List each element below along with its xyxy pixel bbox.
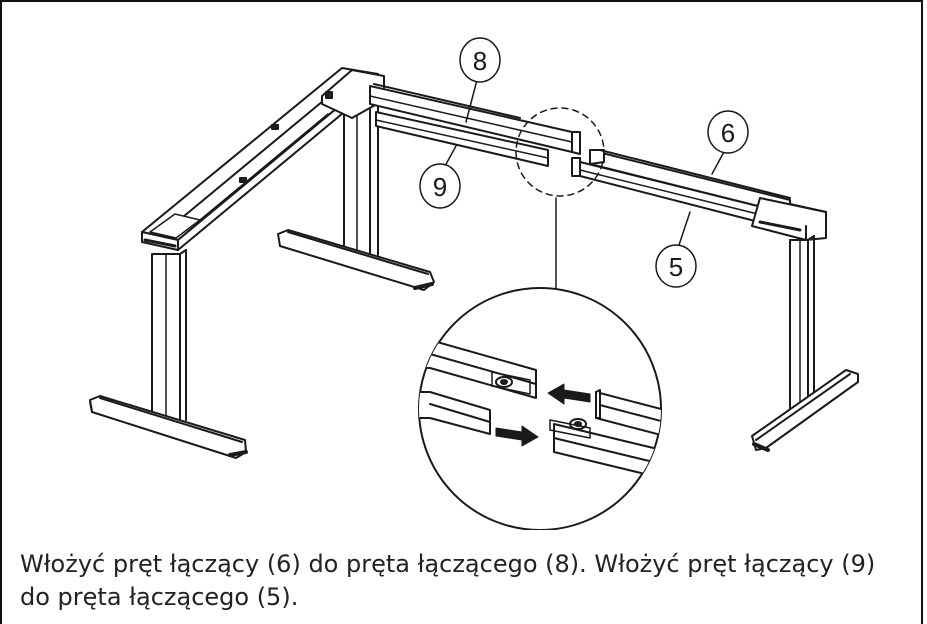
right-beam-head — [751, 197, 827, 241]
instruction-text: Włożyć pręt łączący (6) do pręta łączące… — [20, 550, 876, 611]
left-leg — [89, 249, 248, 459]
insert-arrow-icon — [495, 425, 539, 447]
assembly-diagram: 8 9 6 5 — [89, 37, 859, 530]
rod-8 — [369, 83, 581, 155]
svg-text:6: 6 — [721, 118, 735, 148]
left-diagonal-beam — [141, 67, 379, 251]
detail-magnified-view — [418, 287, 662, 530]
center-leg — [277, 69, 435, 291]
rod-9 — [375, 111, 549, 167]
callout-6: 6 — [707, 110, 749, 154]
svg-text:8: 8 — [473, 46, 487, 76]
callout-8-leader — [465, 79, 478, 123]
callout-9-leader — [444, 145, 457, 167]
callout-6-leader — [711, 149, 726, 175]
right-leg — [751, 235, 859, 452]
rod-6 — [589, 149, 791, 215]
insert-arrow-icon — [547, 383, 591, 405]
svg-text:5: 5 — [669, 252, 683, 282]
callout-8: 8 — [459, 37, 501, 83]
callout-5: 5 — [655, 244, 697, 288]
svg-text:9: 9 — [433, 172, 447, 202]
callout-5-leader — [677, 211, 691, 249]
callout-9: 9 — [419, 163, 461, 209]
joint-highlight-circle — [515, 107, 605, 197]
